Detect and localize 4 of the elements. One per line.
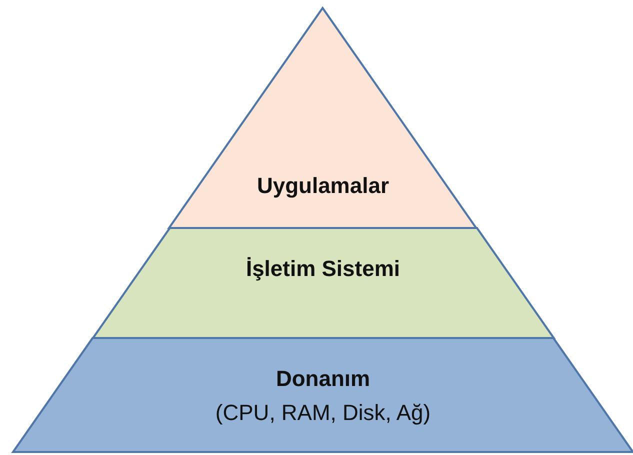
layer-description: (CPU, RAM, Disk, Ağ) [215, 400, 431, 426]
layer-title: Uygulamalar [256, 173, 390, 199]
layer-title: Donanım [276, 366, 370, 392]
layer-title: İşletim Sistemi [246, 256, 400, 282]
